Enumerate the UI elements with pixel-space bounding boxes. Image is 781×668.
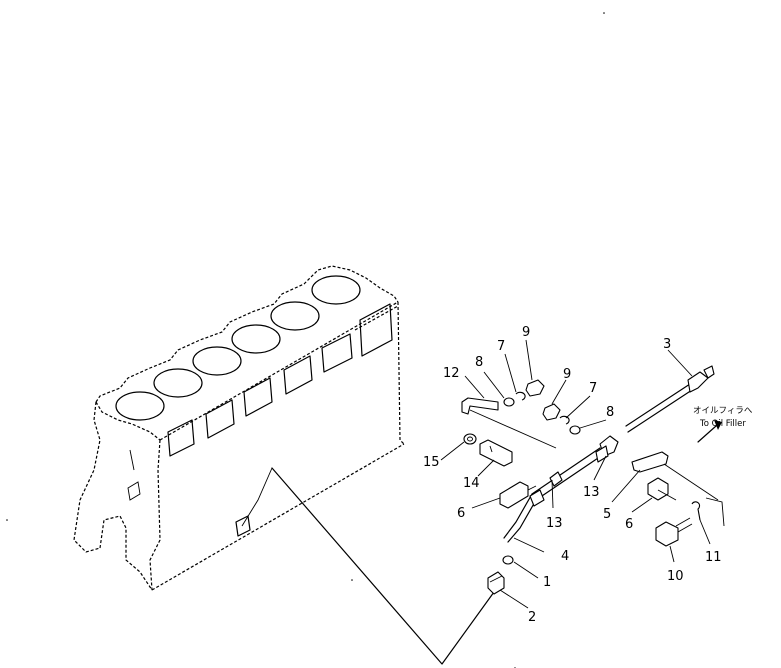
callout-15: 15 bbox=[423, 455, 440, 470]
callout-7-lower: 7 bbox=[589, 381, 597, 396]
part-5-bracket bbox=[631, 451, 669, 473]
callout-6-right: 6 bbox=[625, 517, 633, 532]
callout-7-upper: 7 bbox=[497, 339, 505, 354]
callout-6-left: 6 bbox=[457, 506, 465, 521]
part-9-nut-b bbox=[542, 403, 561, 421]
part-10-bolt bbox=[655, 521, 679, 547]
callout-11: 11 bbox=[705, 550, 722, 565]
callout-9-upper: 9 bbox=[522, 325, 530, 340]
part-4-tube bbox=[507, 499, 537, 543]
part-3-dipstick bbox=[625, 383, 691, 427]
callout-numbers: 1 2 3 4 5 6 6 7 7 8 8 9 9 10 11 12 13 13… bbox=[423, 325, 722, 625]
part-7-lockwasher-b bbox=[559, 415, 570, 425]
part-6-bolt-a bbox=[499, 481, 529, 509]
part-12-bracket bbox=[461, 397, 499, 415]
engine-block bbox=[73, 265, 405, 591]
callout-8-lower: 8 bbox=[606, 405, 614, 420]
annotation-english: To Oil Filler bbox=[699, 419, 746, 429]
oil-filler-annotation: オイルフィラへ To Oil Filler bbox=[693, 406, 753, 429]
part-15-washer bbox=[463, 433, 477, 445]
callout-5: 5 bbox=[603, 507, 611, 522]
part-8-washer-b bbox=[569, 425, 581, 435]
annotation-japanese: オイルフィラへ bbox=[693, 406, 753, 416]
callout-10: 10 bbox=[667, 569, 684, 584]
part-8-washer-a bbox=[503, 397, 515, 407]
parts bbox=[461, 365, 725, 595]
assembly-leader bbox=[271, 467, 495, 665]
callout-2: 2 bbox=[528, 610, 536, 625]
callout-13-left: 13 bbox=[546, 516, 563, 531]
part-6-bolt-b bbox=[647, 477, 669, 501]
part-7-lockwasher-a bbox=[515, 391, 526, 401]
callout-8-upper: 8 bbox=[475, 355, 483, 370]
part-13-tube-upper bbox=[531, 447, 601, 495]
leader-lines bbox=[440, 339, 722, 609]
callout-1: 1 bbox=[543, 575, 551, 590]
part-11-clip bbox=[691, 501, 701, 521]
scan-specks bbox=[6, 12, 605, 668]
part-14-bolt bbox=[479, 439, 513, 467]
callout-9-lower: 9 bbox=[563, 367, 571, 382]
callout-13-right: 13 bbox=[583, 485, 600, 500]
part-1-oring bbox=[502, 555, 514, 565]
callout-12: 12 bbox=[443, 366, 460, 381]
part-9-nut-a bbox=[525, 379, 545, 397]
callout-4: 4 bbox=[561, 549, 569, 564]
callout-14: 14 bbox=[463, 476, 480, 491]
callout-3: 3 bbox=[663, 337, 671, 352]
